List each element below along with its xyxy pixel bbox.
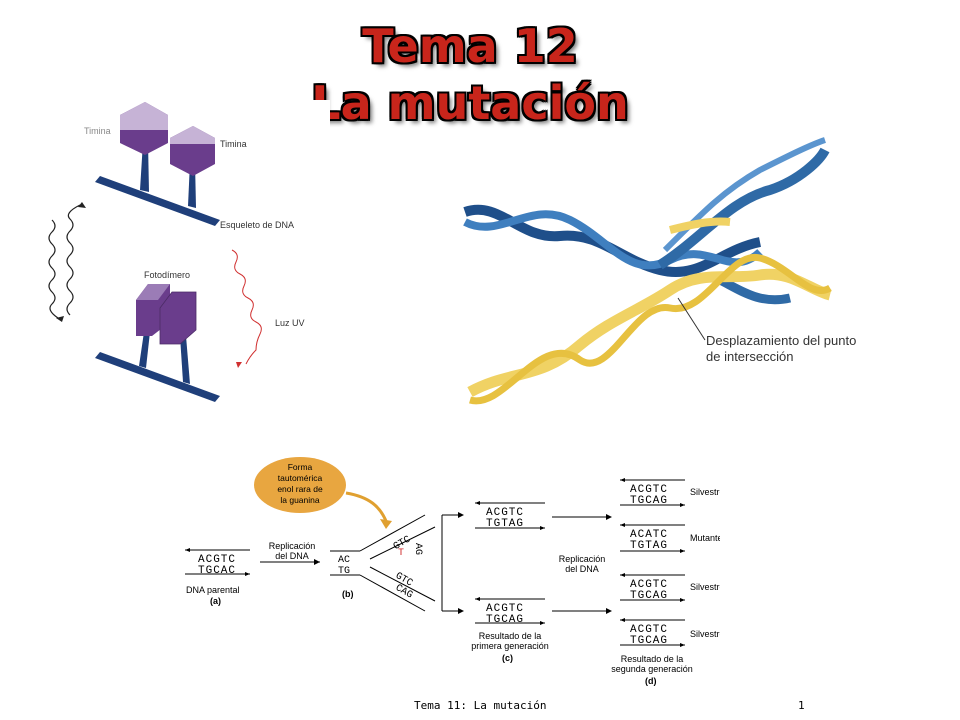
blue-helix [463,137,830,305]
replication-figure: Forma tautomérica enol rara de la guanin… [185,457,720,686]
panel-c-label: (c) [502,653,513,663]
parental-bottom-seq: TGCAC [198,565,236,577]
label-timina-left: Timina [84,126,111,136]
second-gen-4-bottom: TGCAG [630,635,668,647]
replication-2-line-2: del DNA [565,564,599,574]
first-gen-lower-bottom: TGCAG [486,614,524,626]
second-gen-row-4: ACGTC TGCAG Silvestre [620,618,720,647]
label-luz-uv: Luz UV [275,318,305,328]
second-gen-4-label: Silvestre [690,629,720,639]
second-gen-2-bottom: TGTAG [630,540,668,552]
fork-upper-bottom: T [398,548,404,559]
second-gen-row-2: ACATC TGTAG Mutante [620,523,720,553]
fork-upper-right: AG [412,543,423,555]
label-esqueleto: Esqueleto de DNA [220,220,294,230]
dna-backbone-top [95,176,220,226]
fork-stub-top: AC [338,555,350,566]
replication-1-line-2: del DNA [275,551,309,561]
first-gen-lower: ACGTC TGCAG Resultado de la primera gene… [471,597,549,663]
timina-left-hexagon [120,102,168,155]
first-gen-upper: ACGTC TGTAG [475,501,545,530]
replication-fork: AC TG GTC AG T GTC CAG (b) [330,514,436,612]
second-gen-label-1: Resultado de la [621,654,684,664]
wavy-arrow-down-icon [48,219,59,319]
fork-stub-bottom: TG [338,566,350,577]
label-desplazamiento-2: de intersección [706,349,793,364]
label-fotodimero: Fotodímero [144,270,190,280]
first-gen-upper-bottom: TGTAG [486,518,524,530]
wavy-arrow-up-icon [66,204,81,316]
second-gen-row-3: ACGTC TGCAG Silvestre [620,573,720,602]
crossover-pointer-line [677,297,706,341]
bubble-line-4: la guanina [280,495,320,505]
first-gen-label-2: primera generación [471,641,549,651]
slide-title: Tema 12 La mutación [300,18,640,132]
parental-top-seq: ACGTC [198,554,236,566]
panel-a-label: (a) [210,596,221,606]
replication-2-line-1: Replicación [559,554,606,564]
panel-b-label: (b) [342,589,354,599]
second-gen-label-2: segunda generación [611,664,693,674]
bubble-pointer-arrow-icon [345,491,388,522]
bubble-line-3: enol rara de [277,484,323,494]
parental-dna: ACGTC TGCAC DNA parental (a) [185,548,250,606]
second-gen-3-top: ACGTC [630,579,668,591]
dna-backbone-bottom [95,352,220,402]
page-number: 1 [798,699,805,712]
parental-label: DNA parental [186,585,240,595]
first-gen-lower-top: ACGTC [486,603,524,615]
second-gen-3-label: Silvestre [690,582,720,592]
second-gen-row-1: ACGTC TGCAG Silvestre [620,478,720,507]
tautomeric-bubble [254,457,346,513]
footer-text: Tema 11: La mutación [414,699,547,712]
fotodimero-shape [136,284,197,345]
panel-d-label: (d) [645,676,657,686]
first-gen-label-1: Resultado de la [479,631,542,641]
thymine-dimer-figure: Timina Timina Esqueleto de DNA Luz UV Fo… [40,100,330,405]
replication-1-line-1: Replicación [269,541,316,551]
second-gen-2-top: ACATC [630,529,668,541]
uv-light-arrow-icon [231,249,262,365]
second-gen-3-bottom: TGCAG [630,590,668,602]
second-gen-1-top: ACGTC [630,484,668,496]
yellow-helix [467,217,832,405]
first-gen-upper-top: ACGTC [486,507,524,519]
second-gen-1-label: Silvestre [690,487,720,497]
label-desplazamiento-1: Desplazamiento del punto [706,333,856,348]
crossover-figure: Desplazamiento del punto de intersección [463,137,856,405]
second-gen-1-bottom: TGCAG [630,495,668,507]
bubble-line-1: Forma [288,462,313,472]
second-gen-4-top: ACGTC [630,624,668,636]
label-timina-right: Timina [220,139,247,149]
title-line-2: La mutación [311,76,629,130]
timina-left-stalk [140,142,149,192]
timina-right-hexagon [170,126,215,176]
bubble-line-2: tautomérica [278,473,323,483]
second-gen-2-label: Mutante [690,533,720,543]
title-line-1: Tema 12 [362,19,578,73]
